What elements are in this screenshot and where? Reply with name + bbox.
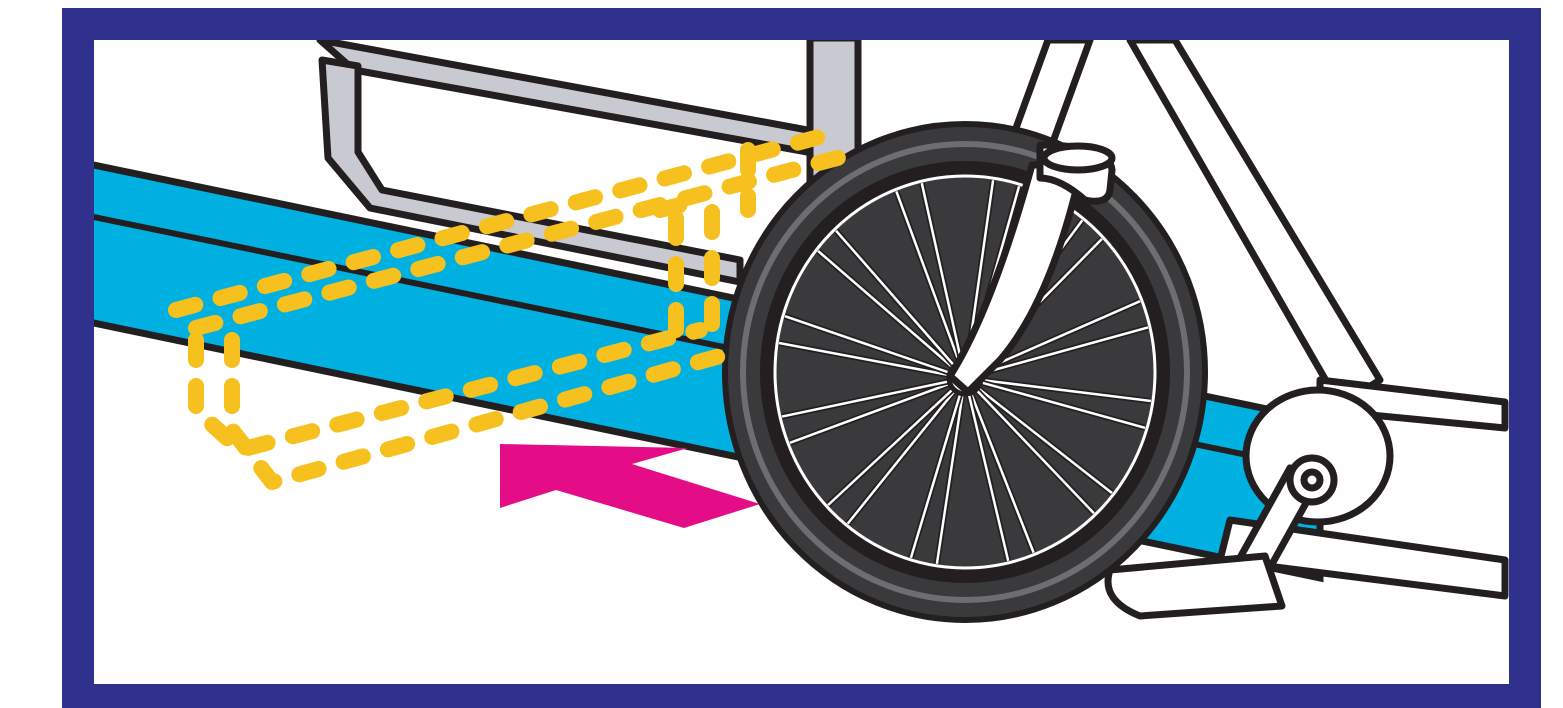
instruction-illustration: [0, 0, 1563, 708]
illustration-stage: [0, 0, 1563, 708]
